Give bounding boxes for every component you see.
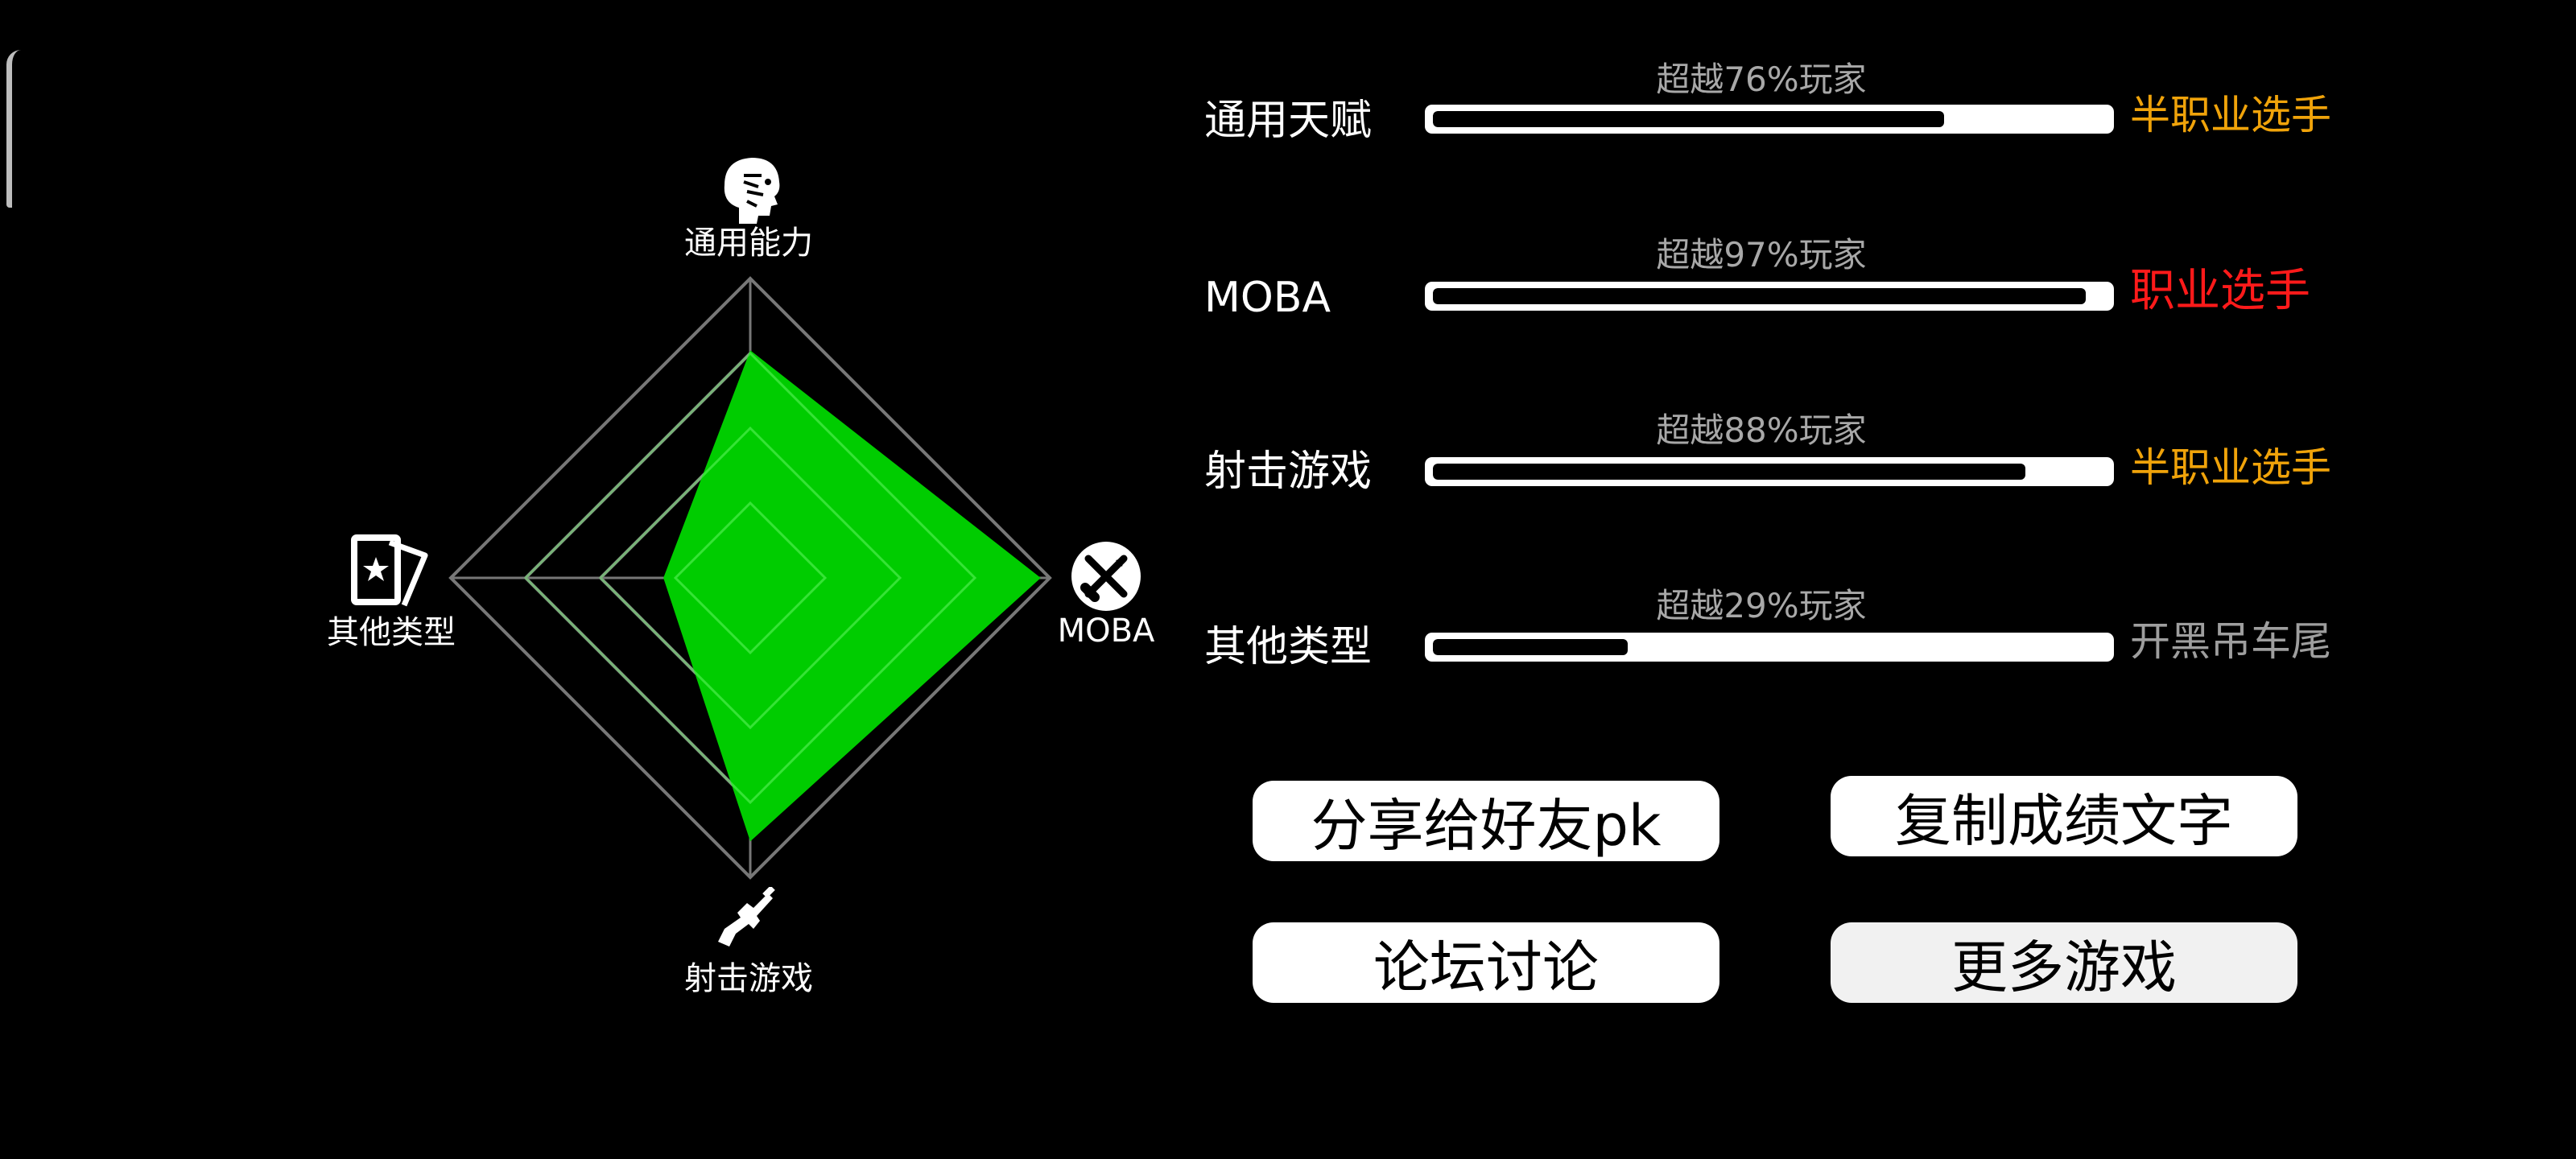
radar-chart (448, 276, 1052, 880)
radar-inner-ring (673, 501, 828, 655)
percentile-text: 超越29%玩家 (1656, 586, 1867, 625)
progress-bar (1425, 457, 2114, 486)
radar-inner-ring (523, 351, 977, 805)
progress-fill (1433, 288, 2086, 304)
radar-inner-grid (523, 351, 977, 805)
progress-bar (1425, 282, 2114, 311)
progress-bar (1425, 633, 2114, 662)
rank-label: 半职业选手 (2130, 92, 2331, 138)
more-games-button[interactable]: 更多游戏 (1831, 922, 2297, 1003)
percentile-text: 超越88%玩家 (1656, 410, 1867, 450)
progress-fill (1433, 464, 2025, 480)
moba-crossed-swords-icon (1071, 542, 1141, 611)
radar-axis-label-other: 其他类型 (327, 614, 456, 651)
row-label: 其他类型 (1204, 623, 1373, 671)
radar-value-area (663, 350, 1041, 842)
cards-icon (351, 534, 428, 607)
radar-axis-label-general: 通用能力 (684, 225, 813, 262)
share-pk-button[interactable]: 分享给好友pk (1253, 781, 1719, 861)
percentile-text: 超越97%玩家 (1656, 235, 1867, 274)
rank-label: 职业选手 (2130, 265, 2310, 317)
back-gesture-edge[interactable] (6, 50, 21, 208)
rank-label: 开黑吊车尾 (2130, 618, 2331, 665)
row-label: MOBA (1204, 274, 1331, 322)
radar-inner-ring (598, 426, 902, 730)
head-profile-icon (724, 158, 780, 224)
radar-axis-label-shooter: 射击游戏 (684, 960, 813, 997)
rifle-icon (718, 887, 775, 947)
progress-bar (1425, 105, 2114, 134)
progress-fill (1433, 639, 1629, 655)
rank-label: 半职业选手 (2130, 444, 2331, 491)
row-label: 通用天赋 (1204, 97, 1373, 145)
forum-button[interactable]: 论坛讨论 (1253, 922, 1719, 1003)
progress-fill (1433, 111, 1945, 127)
row-label: 射击游戏 (1204, 448, 1373, 496)
radar-axis-label-moba: MOBA (1057, 612, 1155, 650)
copy-result-button[interactable]: 复制成绩文字 (1831, 776, 2297, 856)
percentile-text: 超越76%玩家 (1656, 60, 1867, 99)
